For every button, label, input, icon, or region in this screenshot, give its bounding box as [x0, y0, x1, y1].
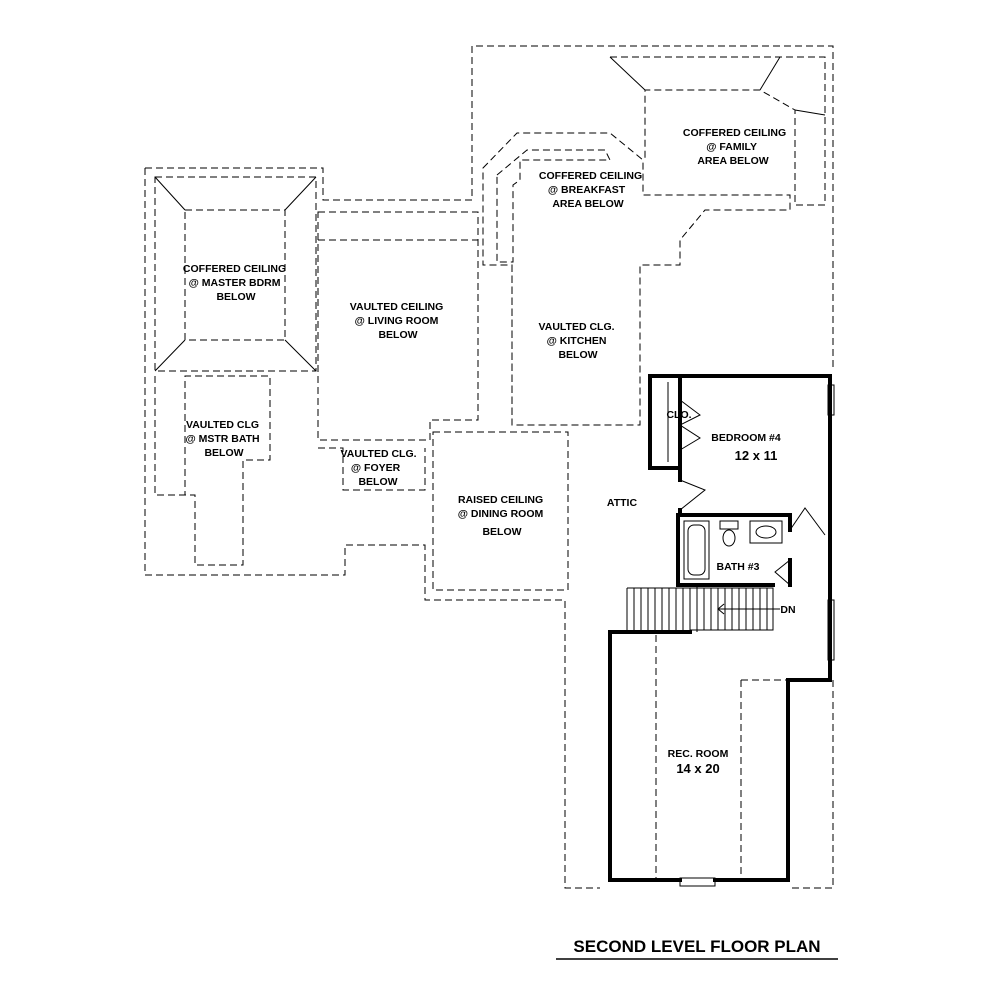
plan-title: SECOND LEVEL FLOOR PLAN [573, 937, 820, 956]
label-coffered-master: COFFERED CEILING @ MASTER BDRM BELOW [183, 263, 289, 303]
bathtub [683, 520, 710, 580]
master-bdrm-coffer-outer [154, 176, 317, 372]
bedroom4-walls [648, 374, 832, 882]
bath-door [774, 559, 791, 586]
label-stair-dn: DN [780, 604, 795, 616]
master-bdrm-coffer-corners [154, 176, 317, 372]
rec-room-window [679, 877, 716, 887]
label-coffered-breakfast: COFFERED CEILING @ BREAKFAST AREA BELOW [539, 170, 645, 210]
label-vaulted-foyer: VAULTED CLG. @ FOYER BELOW [341, 448, 420, 488]
label-rec-room-size: 14 x 20 [676, 761, 719, 776]
label-attic: ATTIC [607, 497, 638, 509]
bath3-walls [676, 513, 792, 587]
label-coffered-family: COFFERED CEILING @ FAMILY AREA BELOW [683, 127, 789, 167]
label-rec-room: REC. ROOM [668, 748, 729, 760]
breakfast-coffer-outline [482, 132, 791, 426]
bedroom4-left-wall [648, 374, 682, 470]
label-raised-dining: RAISED CEILING @ DINING ROOM BELOW [458, 494, 546, 538]
bedroom-window-upper [827, 384, 835, 416]
bedroom-window-lower [827, 599, 835, 661]
master-suite-outline [145, 45, 834, 370]
toilet-tank [719, 520, 739, 530]
exterior-door [789, 507, 826, 536]
vanity [749, 520, 783, 544]
label-vaulted-kitchen: VAULTED CLG. @ KITCHEN BELOW [539, 321, 618, 361]
label-bath3: BATH #3 [717, 561, 760, 573]
breakfast-coffer-inner [496, 149, 611, 263]
stair-treads [626, 588, 691, 630]
sink [755, 525, 777, 539]
bedroom4-lower-wall [678, 466, 792, 532]
label-closet: CLO. [666, 409, 691, 421]
living-room-outline [317, 211, 479, 441]
master-bdrm-coffer-inner [184, 209, 286, 341]
bathtub-inner [687, 524, 706, 576]
master-suite-lower-outline [144, 168, 600, 889]
label-bedroom4-size: 12 x 11 [735, 448, 778, 463]
label-bedroom4: BEDROOM #4 [711, 432, 781, 444]
rec-room-ceiling-right [740, 679, 788, 880]
master-bath-outline [154, 375, 271, 566]
dining-room-outline [432, 431, 569, 591]
label-vaulted-mstr-bath: VAULTED CLG @ MSTR BATH BELOW [185, 419, 262, 459]
right-lower-outline [788, 680, 834, 889]
bedroom-door [679, 479, 706, 511]
rec-room-walls [608, 630, 742, 882]
closet-door [678, 399, 701, 451]
foyer-outline [318, 447, 426, 491]
toilet-bowl [722, 529, 736, 547]
family-coffer-outer [610, 56, 826, 206]
stair-arrow [717, 603, 780, 615]
label-vaulted-living: VAULTED CEILING @ LIVING ROOM BELOW [350, 301, 446, 341]
family-coffer-inner [609, 56, 826, 116]
